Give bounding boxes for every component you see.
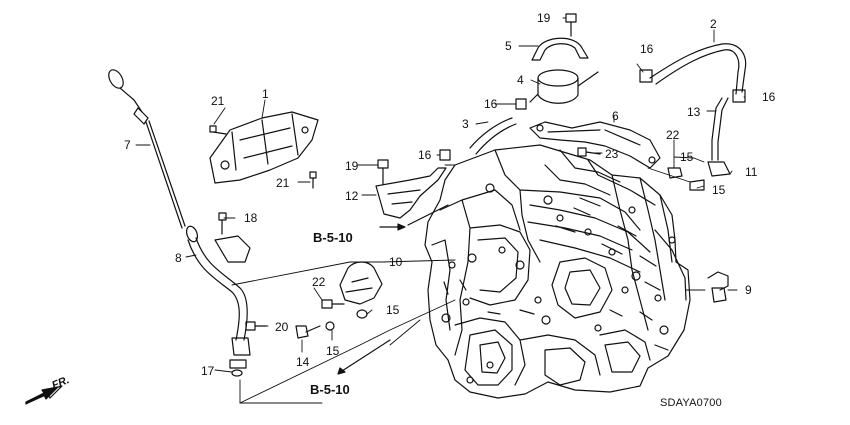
callout-22-b: 22	[312, 275, 326, 289]
callout-2: 2	[710, 17, 717, 31]
callout-6: 6	[612, 109, 619, 123]
callout-11: 11	[745, 165, 758, 179]
callout-16-b: 16	[762, 90, 776, 104]
part-8-filler-pipe	[185, 225, 250, 368]
callout-20: 20	[275, 320, 289, 334]
callout-12: 12	[345, 189, 359, 203]
callout-7: 7	[124, 138, 131, 152]
callout-4: 4	[517, 73, 524, 87]
reference-arrow-upper	[380, 205, 448, 230]
callout-16-a: 16	[640, 42, 654, 56]
bolt-18	[219, 213, 226, 234]
callout-9: 9	[745, 283, 752, 297]
callout-21-a: 21	[211, 94, 225, 108]
callout-13: 13	[687, 105, 701, 119]
reference-b-5-10-upper[interactable]: B-5-10	[313, 230, 353, 245]
nut-22-upper	[668, 168, 682, 178]
callout-10: 10	[389, 255, 403, 269]
bolt-23	[578, 148, 600, 156]
bolts-21	[210, 126, 316, 188]
part-9-sensor	[708, 272, 728, 302]
bolt-19-mid	[378, 160, 388, 184]
callout-14: 14	[296, 355, 310, 369]
washer-15-mid	[326, 322, 334, 330]
part-5-bracket	[532, 38, 588, 60]
diagram-code: SDAYA0700	[660, 397, 722, 409]
bolt-20	[246, 322, 266, 330]
callout-8: 8	[175, 251, 182, 265]
part-10-bracket	[340, 262, 382, 304]
reference-arrow-lower	[338, 340, 390, 374]
front-arrow-icon	[26, 386, 62, 404]
part-7-dipstick	[106, 67, 185, 228]
bolt-14	[296, 326, 320, 338]
callout-17: 17	[201, 364, 215, 378]
callout-19-a: 19	[537, 11, 551, 25]
callout-16-d: 16	[418, 148, 432, 162]
part-4-chamber	[530, 70, 598, 103]
callout-15-b: 15	[712, 183, 726, 197]
part-2-hose	[650, 44, 746, 94]
callout-5: 5	[505, 39, 512, 53]
callout-21-b: 21	[276, 176, 290, 190]
callout-23: 23	[605, 147, 619, 161]
transmission-assembly	[425, 145, 690, 398]
callout-16-c: 16	[484, 97, 498, 111]
callout-1: 1	[262, 87, 269, 101]
callout-22-a: 22	[666, 128, 680, 142]
callout-3: 3	[462, 117, 469, 131]
washer-17	[232, 370, 242, 376]
part-3-hose	[470, 118, 516, 154]
reference-b-5-10-lower[interactable]: B-5-10	[310, 382, 350, 397]
leader-lines	[136, 18, 745, 403]
callout-15-c: 15	[386, 303, 400, 317]
nut-22-lower	[322, 300, 344, 308]
bolt-19-top	[566, 14, 576, 36]
part-6-bracket	[530, 122, 660, 168]
part-12-bracket	[376, 168, 446, 218]
callout-15-d: 15	[326, 344, 340, 358]
part-1-bracket	[210, 112, 318, 183]
callout-15-a: 15	[680, 150, 694, 164]
callout-18: 18	[244, 211, 258, 225]
callout-19-b: 19	[345, 159, 359, 173]
washer-15-lower	[357, 310, 367, 318]
